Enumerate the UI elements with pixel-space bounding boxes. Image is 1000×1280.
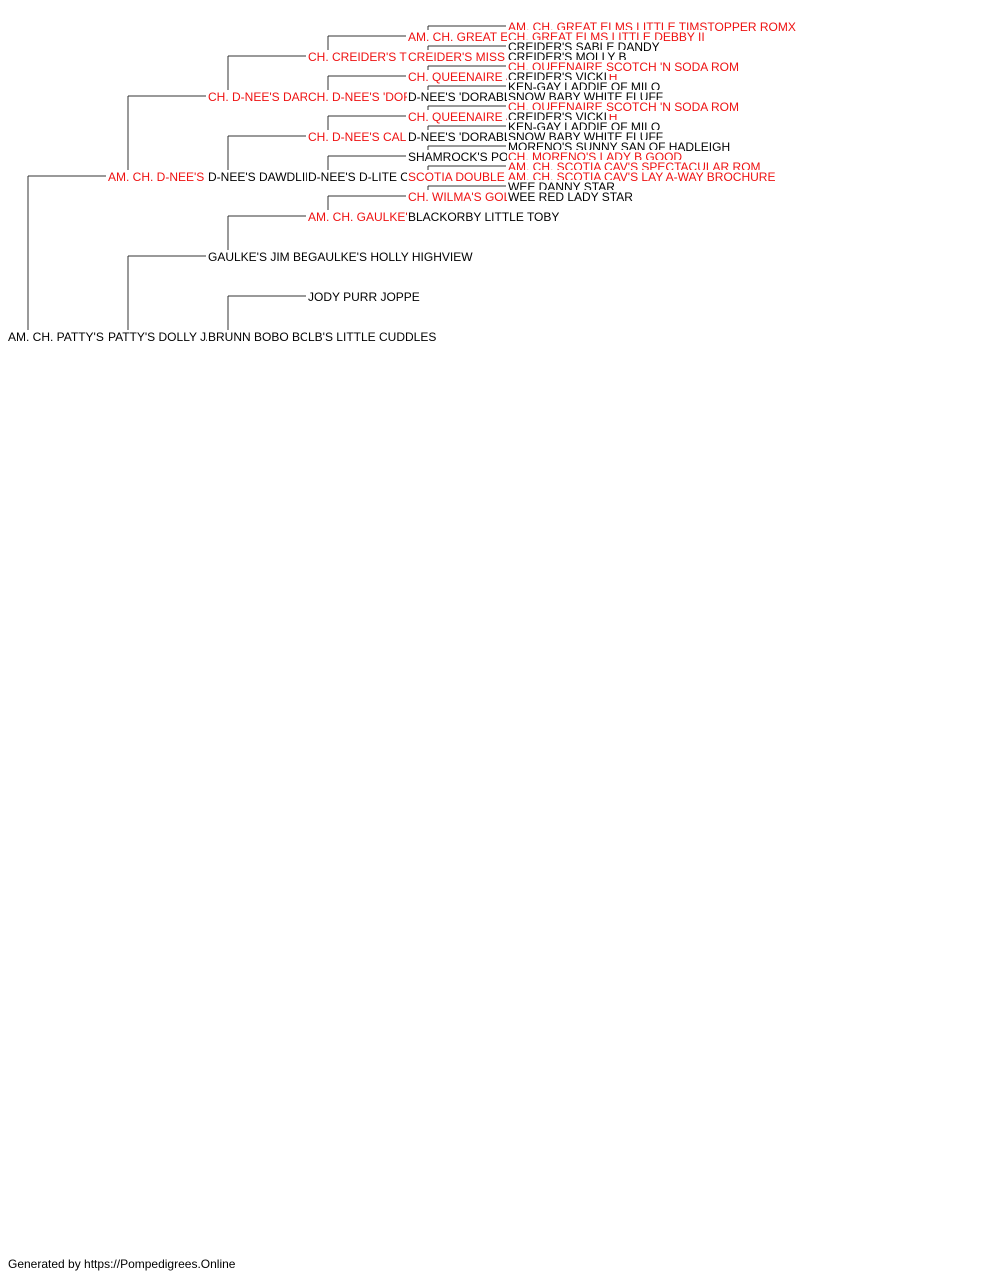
ancestor-dam-sire-sire-sire-dam: WEE RED LADY STAR [507, 190, 634, 204]
ancestor-dam-sire-sire-dam: BLACKORBY LITTLE TOBY [407, 210, 561, 224]
ancestor-dam-dam-dam: LB'S LITTLE CUDDLES [307, 330, 438, 344]
footer-credit: Generated by https://Pompedigrees.Online [8, 1257, 236, 1271]
ancestor-dam-dam-sire: JODY PURR JOPPE [307, 290, 421, 304]
ancestor-dam-sire-dam: GAULKE'S HOLLY HIGHVIEW [307, 250, 474, 264]
